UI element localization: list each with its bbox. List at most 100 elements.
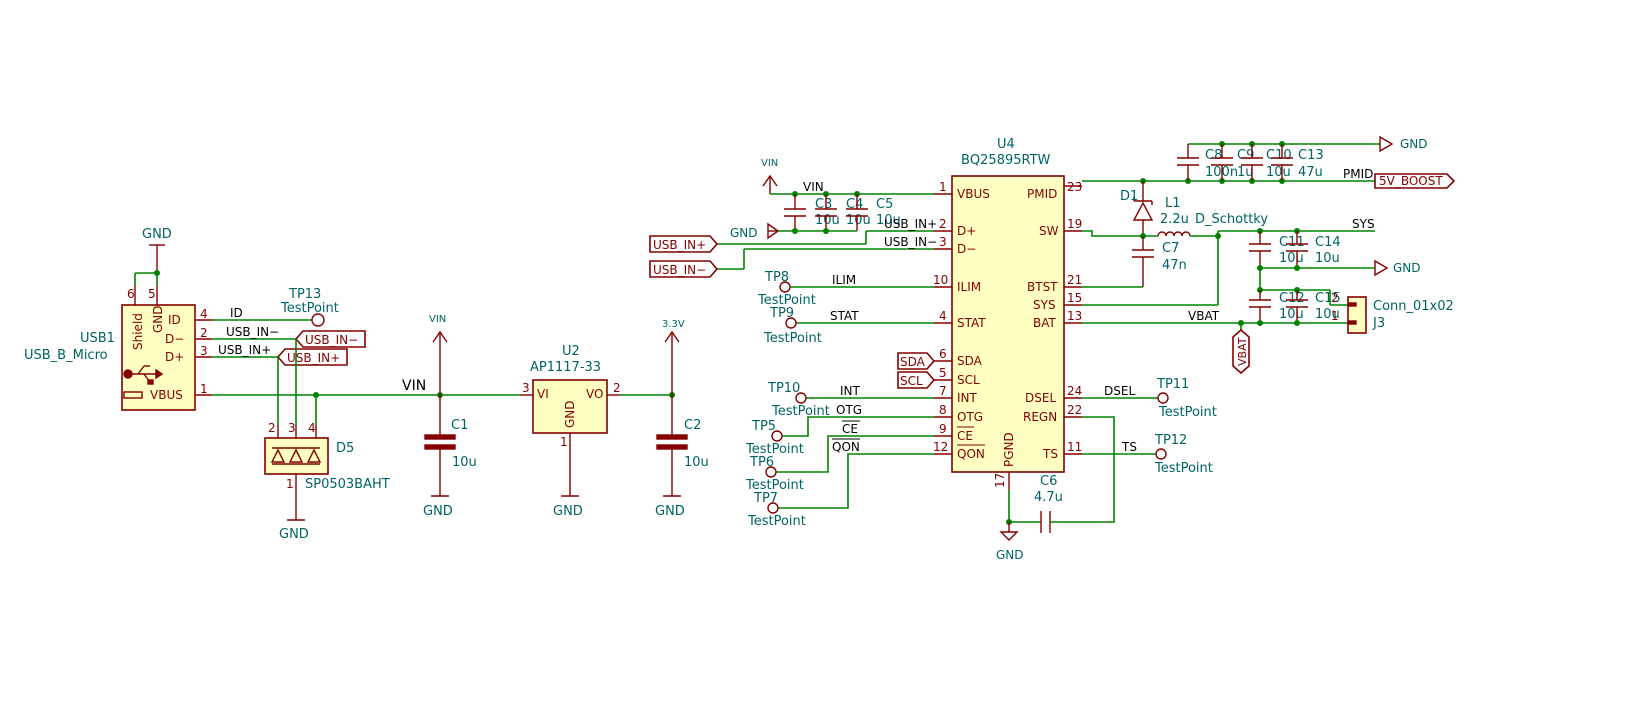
- u4-pin-btst-name: BTST: [1027, 280, 1058, 294]
- gnd-symbol-u4: GND: [996, 522, 1024, 562]
- testpoint-tp7[interactable]: TP7 TestPoint: [747, 491, 806, 529]
- j3-pin-number-1: 1: [1331, 309, 1339, 323]
- c4-value: 10u: [846, 213, 871, 228]
- gnd-label: GND: [279, 527, 309, 542]
- diode-d1[interactable]: D1 D_Schottky: [1120, 181, 1268, 236]
- u4-pin-number: 2: [939, 217, 947, 231]
- u4-pin-number: 9: [939, 422, 947, 436]
- u4-pin-stat-name: STAT: [957, 316, 986, 330]
- j3-pin-number-2: 2: [1331, 291, 1339, 305]
- connector-j3[interactable]: 2 1 Conn_01x02 J3: [1331, 291, 1454, 334]
- testpoint-tp13[interactable]: TP13 TestPoint: [280, 287, 339, 327]
- capacitor-c8[interactable]: C8 100n: [1177, 144, 1238, 181]
- net-label-qon: QON: [832, 440, 860, 454]
- net-label-ce: CE: [842, 422, 858, 436]
- testpoint-tp10[interactable]: TP10 TestPoint: [767, 381, 830, 419]
- capacitor-c6[interactable]: C6 4.7u: [1034, 474, 1063, 533]
- gnd-symbol-usb1: GND: [142, 227, 172, 273]
- global-label-text: USB_IN−: [653, 263, 706, 277]
- global-label-text: VBAT: [1236, 337, 1249, 366]
- c15-value: 10u: [1315, 307, 1340, 322]
- u4-pin-number: 11: [1067, 440, 1082, 454]
- net-label-usb-in-plus: USB_IN+: [218, 343, 271, 357]
- c2-reference: C2: [684, 418, 701, 433]
- j3-reference: J3: [1372, 316, 1385, 331]
- usb1-value: USB_B_Micro: [24, 348, 108, 363]
- gnd-symbol-c1: GND: [423, 495, 453, 519]
- u4-pin-ts-name: TS: [1042, 447, 1058, 461]
- capacitor-c9[interactable]: C9 1u: [1211, 144, 1254, 181]
- global-label-sda[interactable]: SDA: [897, 352, 936, 370]
- u4-pin-number: 21: [1067, 273, 1082, 287]
- net-label-pmid: PMID: [1343, 167, 1373, 181]
- u4-pin-number: 5: [939, 366, 947, 380]
- capacitor-c4[interactable]: C4 10u: [815, 194, 871, 231]
- capacitor-c2[interactable]: C2 10u: [656, 395, 709, 496]
- net-label-ts: TS: [1121, 440, 1137, 454]
- capacitor-c15[interactable]: C15 10u: [1286, 290, 1341, 323]
- global-label-usb-in-plus-right[interactable]: USB_IN+: [649, 235, 719, 253]
- usb1-pin-number-2: 2: [200, 326, 208, 340]
- tp7-value: TestPoint: [747, 514, 806, 529]
- vin-power-symbol: VIN: [429, 314, 448, 395]
- testpoint-tp6[interactable]: TP6 TestPoint: [745, 455, 804, 493]
- charger-ic-u4[interactable]: U4 BQ25895RTW VBUS D+ D− ILIM STAT SDA S…: [933, 137, 1082, 490]
- capacitor-c10[interactable]: C10 10u: [1241, 144, 1292, 181]
- usb1-pin-dp-name: D+: [165, 350, 184, 364]
- capacitor-c5[interactable]: C5 10u: [846, 194, 901, 231]
- c6-reference: C6: [1040, 474, 1057, 489]
- tp8-reference: TP8: [764, 270, 789, 285]
- capacitor-c7[interactable]: C7 47n: [1132, 236, 1187, 287]
- c2-value: 10u: [684, 455, 709, 470]
- u4-pin-number: 12: [933, 440, 948, 454]
- global-label-text: SDA: [900, 355, 926, 369]
- u4-pin-dsel-name: DSEL: [1025, 391, 1056, 405]
- global-label-scl[interactable]: SCL: [897, 371, 936, 389]
- u4-pin-ilim-name: ILIM: [957, 280, 981, 294]
- global-label-usb-in-plus-left[interactable]: USB_IN+: [276, 348, 348, 366]
- u4-pin-number: 13: [1067, 309, 1082, 323]
- c10-value: 10u: [1266, 165, 1291, 180]
- d5-pin-number-3: 3: [288, 421, 296, 435]
- testpoint-tp12[interactable]: TP12 TestPoint: [1154, 433, 1213, 476]
- usb1-pin-number-1: 1: [200, 382, 208, 396]
- u4-pin-int-name: INT: [957, 391, 978, 405]
- d5-reference: D5: [336, 441, 354, 456]
- tp12-reference: TP12: [1154, 433, 1187, 448]
- global-label-vbat[interactable]: VBAT: [1232, 328, 1250, 375]
- global-label-usb-in-minus-left[interactable]: USB_IN−: [294, 330, 366, 348]
- u4-pin-number: 22: [1067, 403, 1082, 417]
- u4-pin-dp-name: D+: [957, 224, 976, 238]
- capacitor-c3[interactable]: C3 10u: [784, 194, 840, 231]
- usb1-connector[interactable]: Shield GND ID D− D+ VBUS 6 5 4 2 3 1 USB…: [24, 285, 212, 411]
- regulator-u2[interactable]: VI VO GND 3 2 1 U2 AP1117-33: [520, 344, 621, 496]
- testpoint-tp9[interactable]: TP9 TestPoint: [763, 306, 822, 346]
- testpoint-tp8[interactable]: TP8 TestPoint: [757, 270, 816, 308]
- inductor-l1[interactable]: L1 2.2u: [1157, 196, 1191, 237]
- c15-reference: C15: [1315, 291, 1341, 306]
- capacitor-c14[interactable]: C14 10u: [1286, 231, 1341, 268]
- u4-pin-bat-name: BAT: [1033, 316, 1057, 330]
- net-label-sys: SYS: [1352, 217, 1375, 231]
- global-label-usb-in-minus-right[interactable]: USB_IN−: [649, 260, 719, 278]
- gnd-label: GND: [553, 504, 583, 519]
- gnd-symbol-sys-caps: GND: [1374, 259, 1421, 277]
- global-label-5v-boost[interactable]: 5V_BOOST: [1374, 173, 1456, 189]
- diode-array-d5[interactable]: 2 3 4 1 D5 SP0503BAHT: [264, 421, 390, 520]
- u4-pin-number: 19: [1067, 217, 1082, 231]
- global-label-text: USB_IN+: [653, 238, 706, 252]
- tp12-value: TestPoint: [1154, 461, 1213, 476]
- vin-label: VIN: [429, 314, 446, 325]
- vin-label: VIN: [761, 158, 778, 169]
- capacitor-c1[interactable]: C1 10u: [424, 395, 477, 496]
- u4-pin-number: 1: [939, 180, 947, 194]
- tp11-value: TestPoint: [1158, 405, 1217, 420]
- capacitor-c13[interactable]: C13 47u: [1271, 144, 1324, 181]
- testpoint-tp11[interactable]: TP11 TestPoint: [1156, 377, 1217, 420]
- tp6-value: TestPoint: [745, 478, 804, 493]
- l1-value: 2.2u: [1160, 212, 1189, 227]
- u4-pin-number: 6: [939, 347, 947, 361]
- capacitor-c11[interactable]: C11 10u: [1249, 231, 1305, 268]
- u4-reference: U4: [997, 137, 1015, 152]
- testpoint-tp5[interactable]: TP5 TestPoint: [745, 419, 804, 457]
